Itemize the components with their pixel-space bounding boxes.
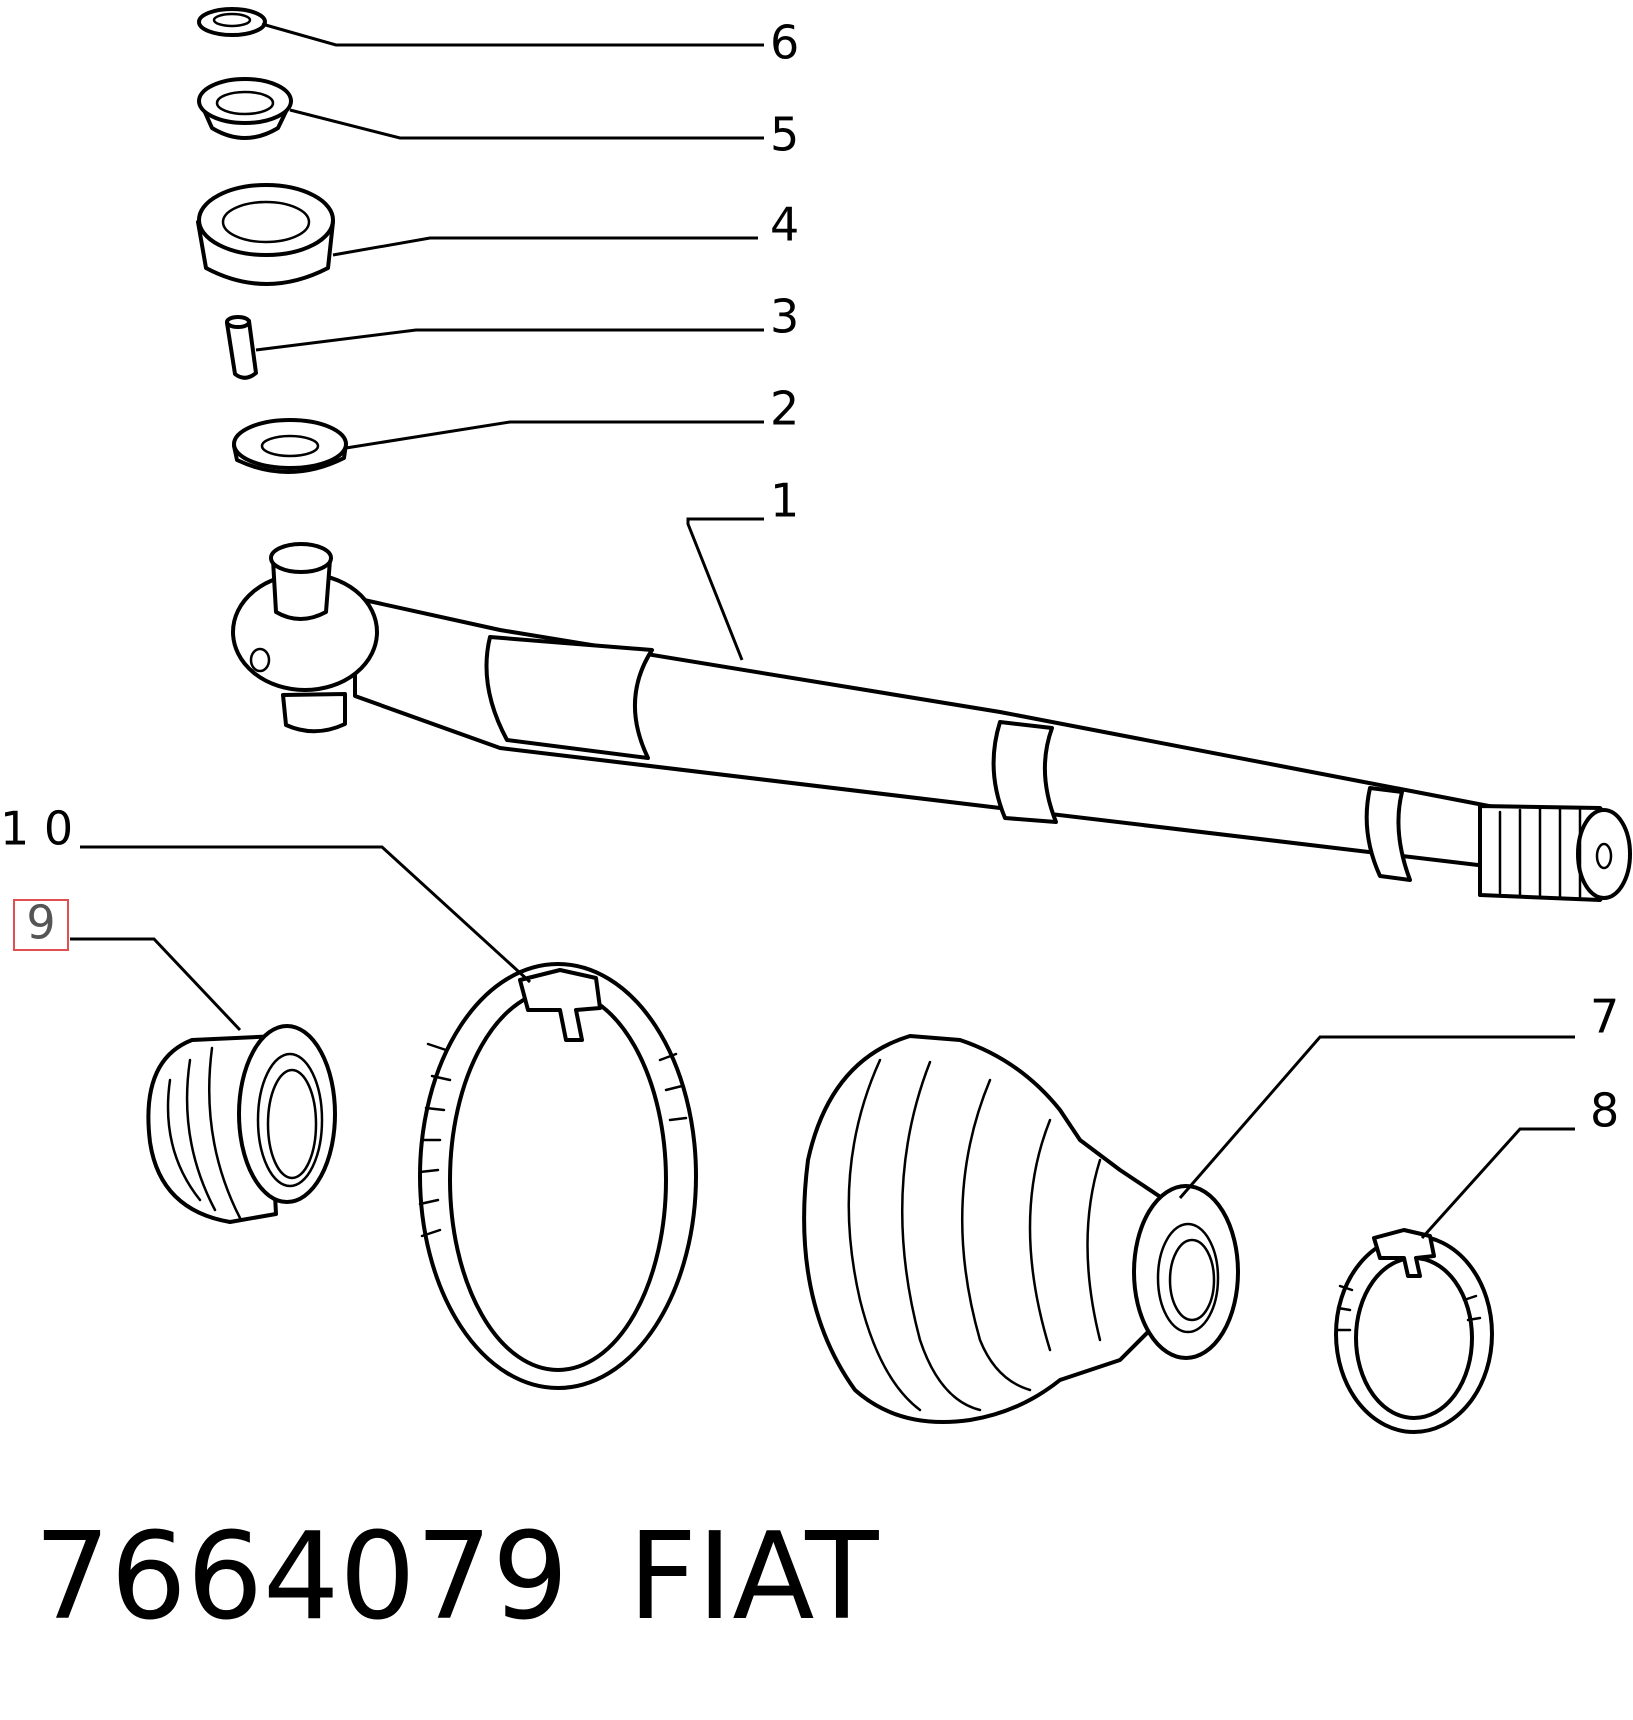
part-2-washer — [232, 418, 348, 474]
part-4-bearing — [196, 183, 335, 286]
part-5-seal-cup — [197, 77, 293, 140]
callout-9-highlight-box — [13, 899, 69, 951]
callout-8: 8 — [1590, 1084, 1619, 1138]
part-8-small-clamp — [1334, 1228, 1494, 1434]
callout-4: 4 — [770, 198, 799, 252]
brand-name: FIAT — [628, 1508, 879, 1647]
callout-labels: 6 5 4 3 2 1 1 0 9 7 8 — [0, 16, 1619, 1138]
part-7-large-boot — [802, 1034, 1240, 1424]
callout-5: 5 — [770, 108, 799, 162]
part-number: 7664079 — [34, 1508, 568, 1647]
part-10-large-clamp — [418, 962, 698, 1390]
callout-6: 6 — [770, 16, 799, 70]
callout-1: 1 — [770, 474, 799, 528]
footer: 7664079 FIAT — [34, 1508, 879, 1647]
part-3-pin — [225, 315, 258, 380]
part-9-small-boot — [146, 1024, 337, 1224]
callout-10: 1 0 — [0, 802, 73, 856]
callout-3: 3 — [770, 290, 799, 344]
callout-7: 7 — [1590, 990, 1619, 1044]
part-6-snap-ring — [197, 7, 267, 37]
leader-lines — [70, 22, 1575, 1240]
callout-9: 9 — [26, 896, 55, 950]
part-1-drive-shaft — [231, 542, 1632, 902]
callout-2: 2 — [770, 382, 799, 436]
